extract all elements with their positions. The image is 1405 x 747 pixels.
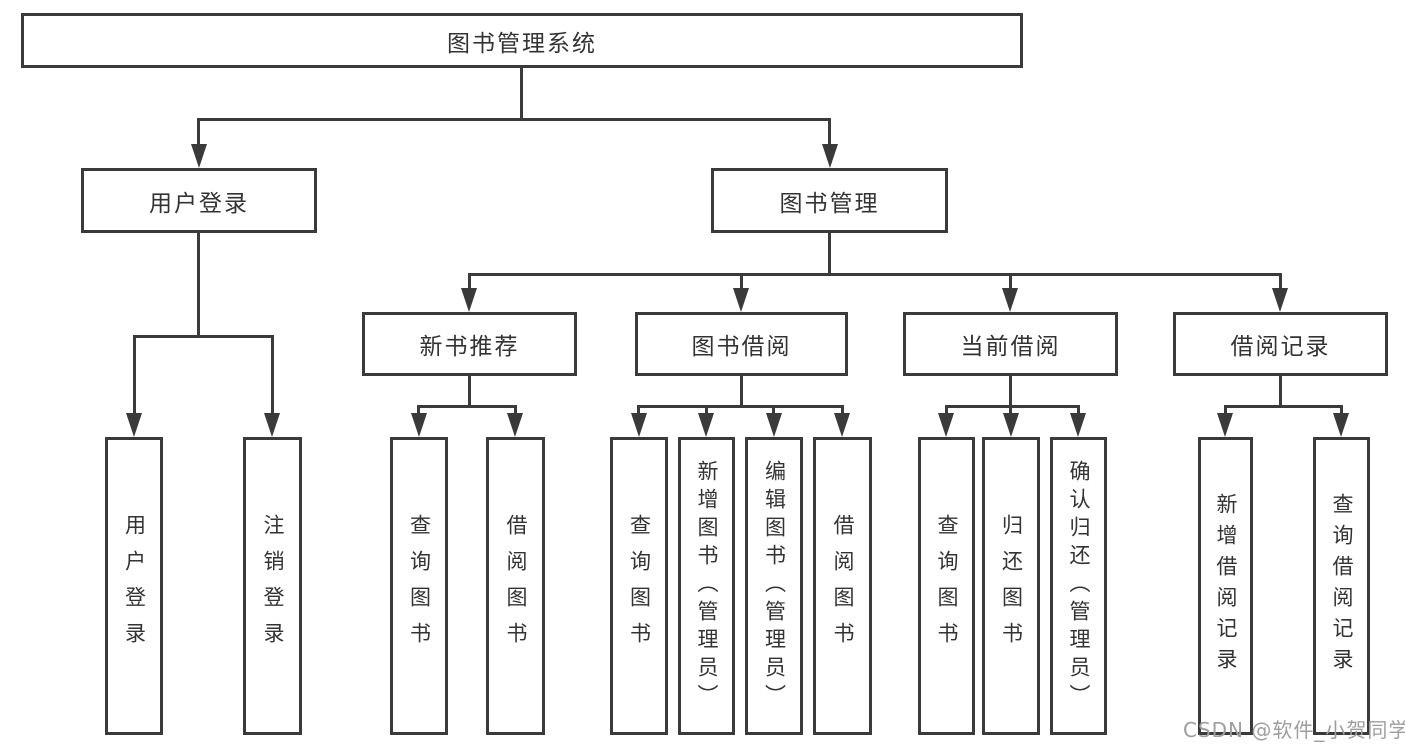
leaf-query-books: 查询图书 [610,437,668,735]
arrowhead-icon [1272,288,1288,312]
connector-line [638,405,844,408]
leaf-return-books: 归还图书 [982,437,1040,735]
node-label: 图书借阅 [691,334,792,360]
leaf-query-borrow-record: 查询借阅记录 [1313,437,1370,735]
node-label: 用户登录 [149,190,249,217]
arrowhead-icon [698,413,714,437]
connector-line [1224,405,1343,408]
connector-line [637,405,640,416]
connector-line [1279,374,1282,408]
node-root-label: 图书管理系统 [447,30,597,57]
connector-line [271,335,274,415]
node-root: 图书管理系统 [21,13,1023,68]
node-label: 借阅记录 [1230,334,1331,360]
connector-line [198,118,831,121]
leaf-confirm-return-admin: 确认归还（管理员） [1050,437,1107,735]
arrowhead-icon [191,144,207,168]
connector-line [520,65,523,120]
leaf-label: 用户登录 [122,514,147,658]
arrowhead-icon [631,413,647,437]
arrowhead-icon [938,413,954,437]
connector-line [197,118,200,146]
node-book-management: 图书管理 [711,168,948,233]
connector-line [417,405,420,416]
connector-line [1077,405,1080,416]
connector-line [468,374,471,408]
arrowhead-icon [766,413,782,437]
connector-line [197,231,200,338]
arrowhead-icon [822,144,838,168]
node-user-login: 用户登录 [81,168,317,233]
node-current-borrow: 当前借阅 [903,312,1118,376]
leaf-label: 注销登录 [261,514,285,658]
connector-line [133,335,274,338]
leaf-label: 新增图书（管理员） [695,460,719,712]
leaf-label: 查询图书 [407,514,432,658]
leaf-label: 借阅图书 [504,514,528,658]
arrowhead-icon [1217,413,1233,437]
connector-line [514,405,517,416]
connector-line [1279,273,1282,290]
connector-line [418,405,517,408]
watermark: CSDN @软件_小贺同学 [1183,718,1405,742]
leaf-add-books-admin: 新增图书（管理员） [678,437,735,735]
connector-line [740,273,743,290]
leaf-label: 编辑图书（管理员） [762,460,787,712]
node-label: 新书推荐 [419,334,520,360]
leaf-edit-books-admin: 编辑图书（管理员） [745,437,803,735]
connector-line [828,118,831,146]
arrowhead-icon [1002,288,1018,312]
leaf-query-books: 查询图书 [918,437,975,735]
connector-line [740,374,743,408]
connector-line [133,335,136,415]
node-book-borrow: 图书借阅 [635,312,848,376]
arrowhead-icon [461,288,477,312]
arrowhead-icon [264,413,280,437]
leaf-query-books: 查询图书 [390,437,448,735]
connector-line [772,405,775,416]
connector-line [468,273,471,290]
connector-line [1340,405,1343,416]
connector-line [705,405,708,416]
connector-line [468,273,1282,276]
leaf-label: 查询借阅记录 [1330,493,1354,679]
arrowhead-icon [126,413,142,437]
node-label: 图书管理 [779,190,880,217]
leaf-label: 借阅图书 [831,514,855,658]
leaf-label: 新增借阅记录 [1214,493,1238,679]
arrowhead-icon [411,413,427,437]
leaf-label: 查询图书 [935,514,959,658]
connector-line [1224,405,1227,416]
arrowhead-icon [1070,413,1086,437]
connector-line [1009,273,1012,290]
leaf-user-login: 用户登录 [105,437,163,735]
connector-line [945,405,1080,408]
leaf-label: 确认归还（管理员） [1067,460,1091,712]
arrowhead-icon [1003,413,1019,437]
arrowhead-icon [1333,413,1349,437]
leaf-borrow-books: 借阅图书 [486,437,545,735]
leaf-add-borrow-record: 新增借阅记录 [1198,437,1253,735]
connector-line [945,405,948,416]
connector-line [841,405,844,416]
node-borrow-records: 借阅记录 [1173,312,1388,376]
arrowhead-icon [507,413,523,437]
leaf-label: 归还图书 [999,514,1024,658]
arrowhead-icon [834,413,850,437]
leaf-logout: 注销登录 [243,437,302,735]
leaf-borrow-books: 借阅图书 [813,437,872,735]
node-new-book-recommend: 新书推荐 [362,312,577,376]
connector-line [1009,374,1012,408]
node-label: 当前借阅 [960,334,1061,360]
connector-line [828,231,831,276]
leaf-label: 查询图书 [627,514,652,658]
arrowhead-icon [733,288,749,312]
connector-line [1009,405,1012,416]
